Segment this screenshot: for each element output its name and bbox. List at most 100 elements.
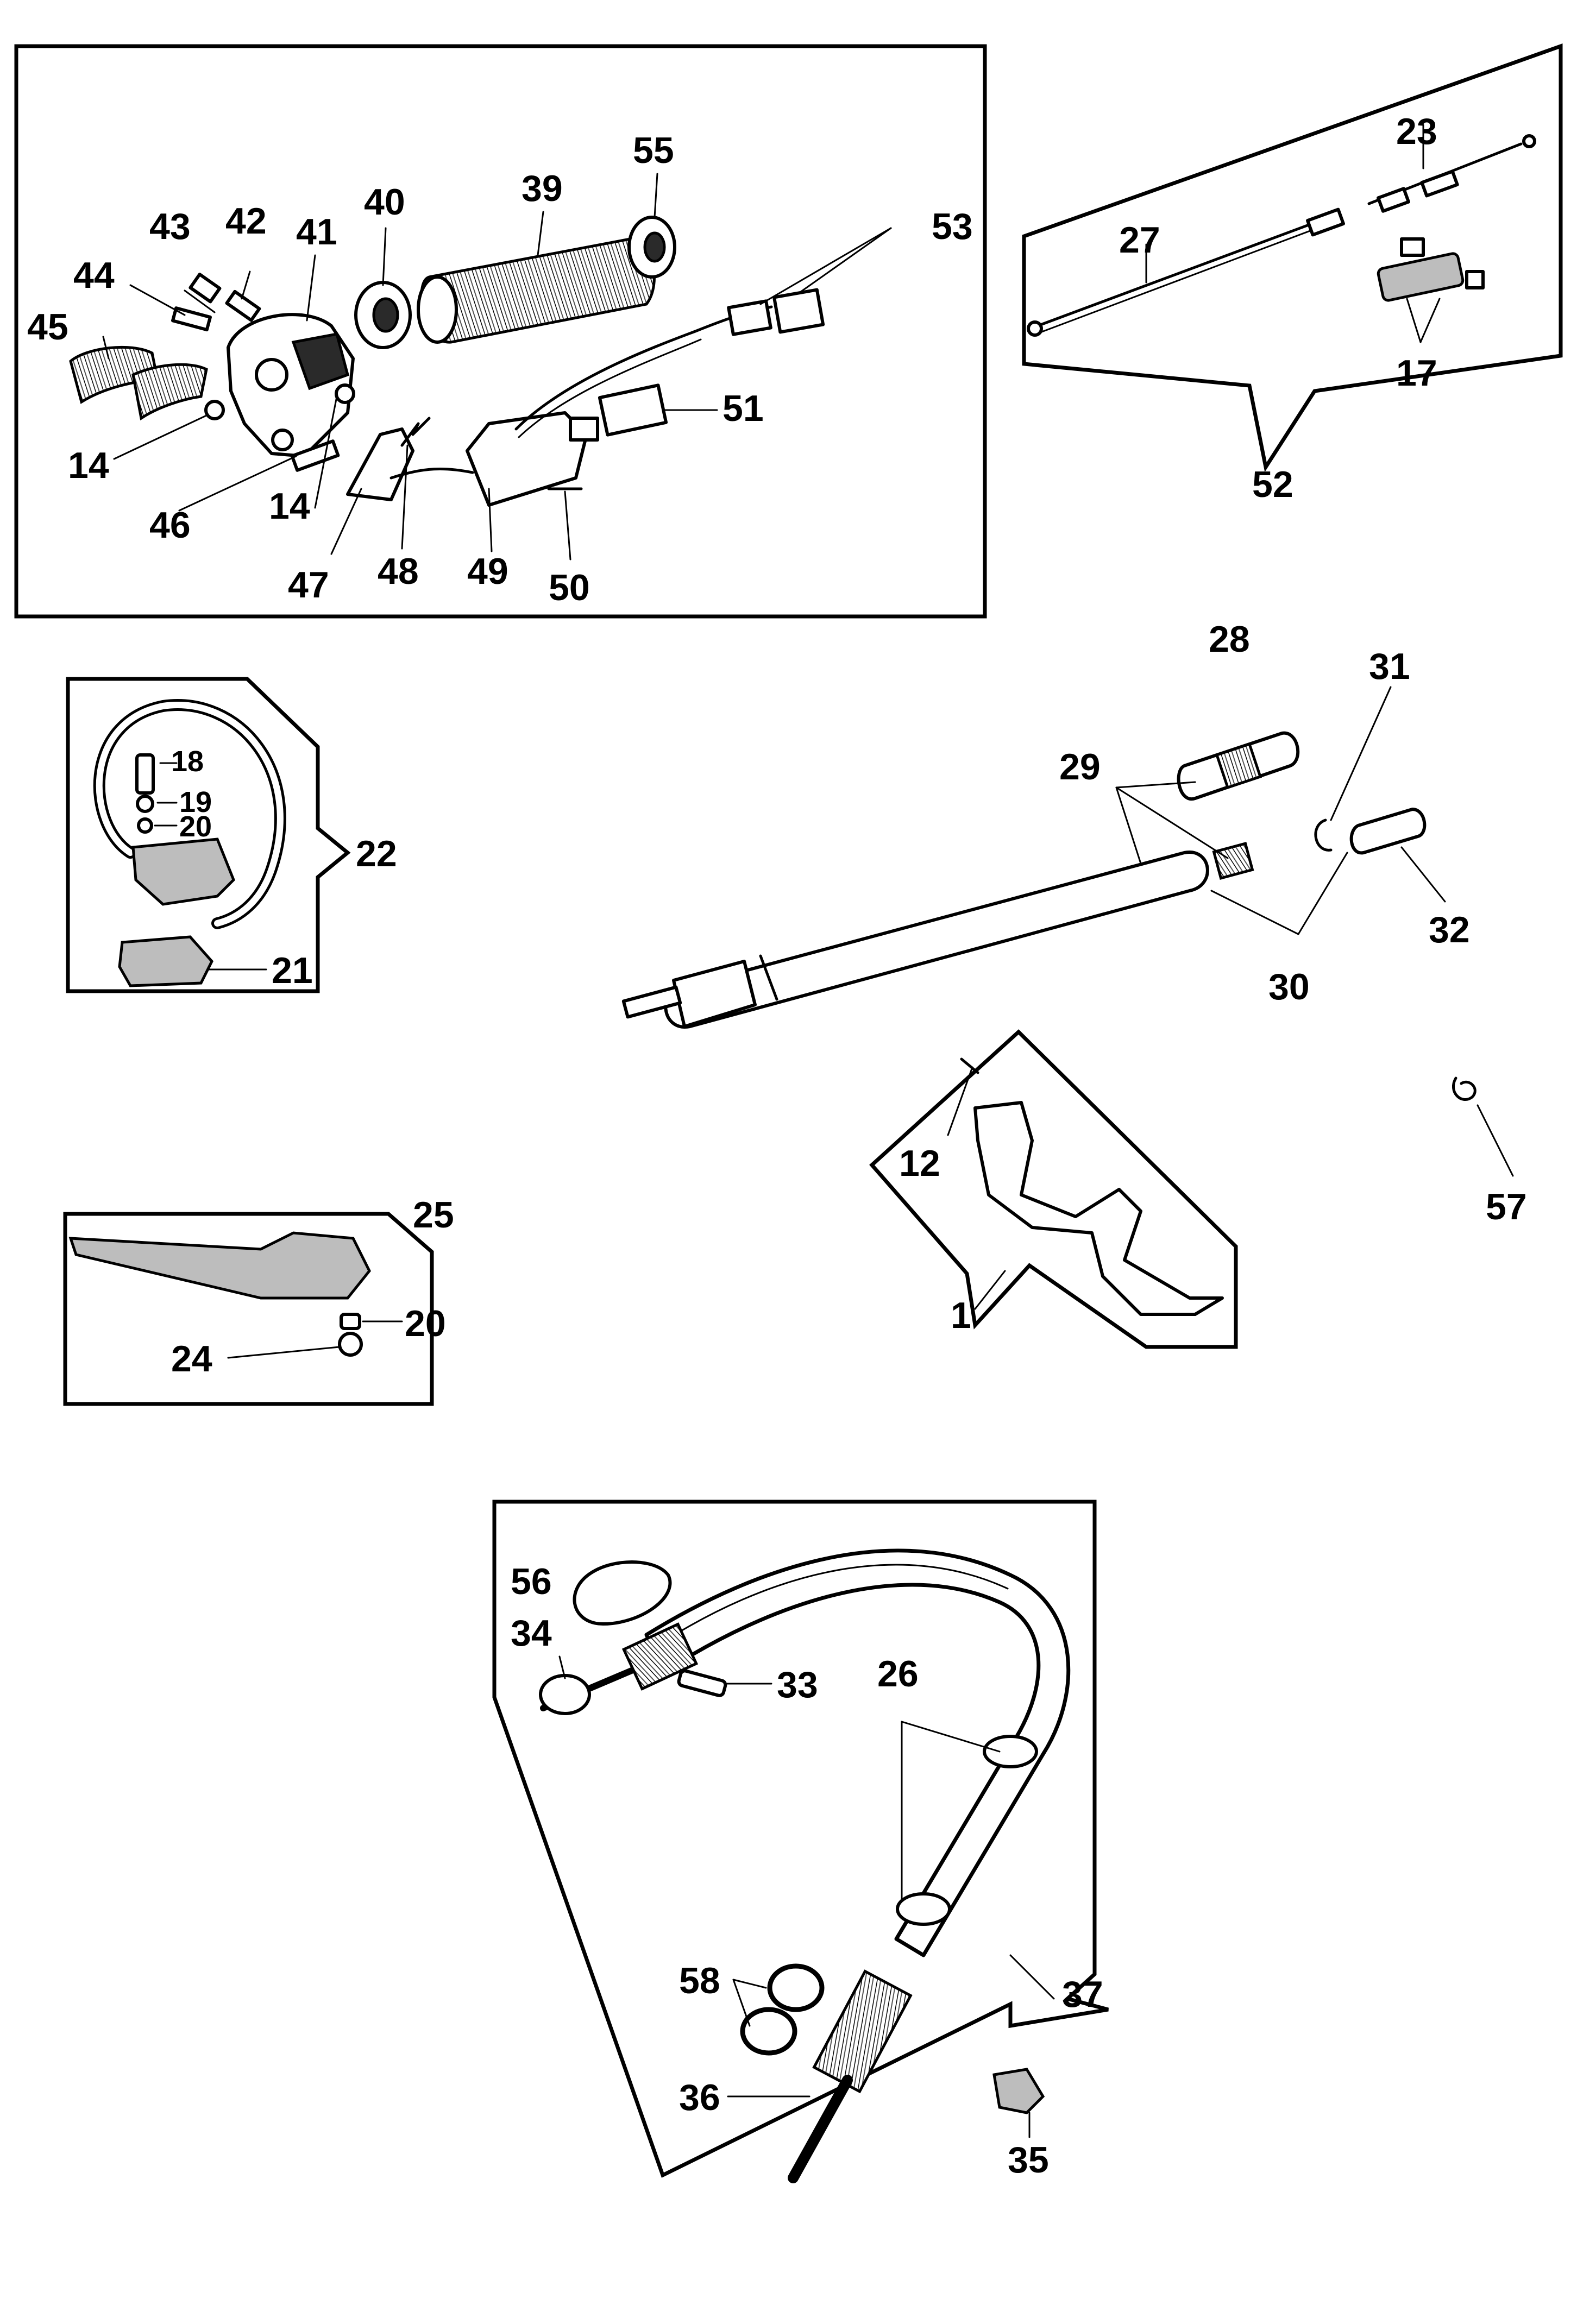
- callout-58: 58: [679, 1960, 720, 2001]
- callout-30: 30: [1268, 966, 1310, 1007]
- part-45-shell-halves: [69, 345, 208, 421]
- part-24-screw: [338, 1332, 363, 1357]
- callout-26: 26: [877, 1653, 919, 1695]
- callout-18: 18: [171, 745, 204, 778]
- cable-kit-group: 23 27 17 52: [1022, 43, 1563, 505]
- part-37-bent-tube: [644, 1548, 1071, 1957]
- cable-kit-frame: [1022, 43, 1563, 473]
- callout-50: 50: [549, 567, 590, 608]
- callout-39: 39: [522, 168, 563, 209]
- part-42-pin: [225, 289, 261, 322]
- bracket-group: 12 1: [869, 1029, 1238, 1349]
- bent-shaft-frame: [492, 1500, 1109, 2178]
- part-48-spring: [400, 417, 431, 447]
- callout-52: 52: [1252, 464, 1293, 505]
- part-47-lever: [346, 427, 414, 501]
- callout-36: 36: [679, 2077, 720, 2118]
- callout-49: 49: [467, 551, 508, 592]
- callout-29: 29: [1059, 746, 1101, 788]
- handle-loop-group: 18 19 20 22 21: [66, 677, 397, 993]
- callout-57: 57: [1486, 1186, 1527, 1227]
- callout-28: 28: [1209, 619, 1250, 660]
- part-43-screw: [189, 273, 222, 304]
- callout-48: 48: [378, 551, 419, 592]
- spring-clip-group: 57: [1452, 1076, 1527, 1227]
- callout-25: 25: [413, 1194, 454, 1236]
- part-25-lever: [68, 1231, 371, 1300]
- part-41-handle-housing: [227, 313, 355, 458]
- part-21-clamp: [118, 935, 213, 987]
- callout-33: 33: [777, 1664, 818, 1705]
- drive-tube-group: 28 29 31 32 30: [621, 619, 1470, 1029]
- bent-shaft-group: 56 34 33 26 37 58 36 35: [492, 1500, 1109, 2183]
- part-58-o-ring-b: [740, 2007, 797, 2056]
- callout-23: 23: [1396, 111, 1437, 152]
- switch-assembly-group: 43 42 41 40 39 55 53 44 45 51 14 14 46 4…: [14, 44, 987, 619]
- callout-34: 34: [511, 1613, 552, 1654]
- part-53-connector: [727, 288, 825, 336]
- part-31-circlip: [1314, 818, 1333, 852]
- part-14-washer-a: [204, 400, 225, 420]
- part-26-ferrule-a: [983, 1735, 1038, 1768]
- callout-37: 37: [1062, 1974, 1103, 2015]
- part-32-sleeve: [1349, 808, 1427, 855]
- callout-19: 19: [179, 786, 212, 818]
- part-39-grip-sleeve: [417, 237, 656, 344]
- callout-32: 32: [1429, 909, 1470, 950]
- callout-21: 21: [272, 950, 313, 991]
- callout-44: 44: [73, 255, 115, 296]
- part-14-washer-b: [335, 383, 355, 404]
- part-55-end-cap: [627, 216, 676, 279]
- part-28-coupling: [1177, 731, 1300, 801]
- callout-14-left: 14: [68, 445, 109, 486]
- callout-56: 56: [511, 1561, 552, 1602]
- part-20-washer: [340, 1313, 361, 1330]
- part-17-cable-clips: [1377, 237, 1485, 302]
- callout-12: 12: [899, 1143, 940, 1184]
- part-58-o-ring-a: [767, 1963, 825, 2012]
- guard-lever-frame: [63, 1212, 434, 1406]
- bracket-frame: [869, 1029, 1238, 1349]
- switch-assembly-frame: [14, 44, 987, 619]
- callout-31: 31: [1369, 646, 1410, 687]
- callout-42: 42: [225, 200, 267, 242]
- callout-35: 35: [1008, 2139, 1049, 2181]
- callout-27: 27: [1119, 219, 1160, 261]
- callout-45: 45: [27, 306, 68, 348]
- callout-14-right: 14: [269, 486, 310, 527]
- part-19-washer: [136, 795, 154, 813]
- part-40-ring: [354, 281, 412, 349]
- switch-assembly-leaders: [102, 173, 892, 560]
- part-20-nut: [137, 817, 153, 834]
- callout-41: 41: [296, 211, 337, 253]
- part-36-drive-shaft: [788, 1969, 913, 2183]
- part-56-cap: [573, 1560, 672, 1626]
- part-18-bolt: [135, 753, 155, 795]
- part-1-bracket: [973, 1101, 1224, 1316]
- part-27-cable: [1036, 221, 1316, 327]
- part-33-pin: [677, 1669, 727, 1697]
- callout-53: 53: [932, 206, 973, 247]
- callout-46: 46: [149, 505, 191, 546]
- callout-20: 20: [179, 810, 212, 843]
- callout-47: 47: [288, 564, 329, 606]
- callout-43: 43: [149, 206, 191, 247]
- part-34-o-ring: [539, 1674, 591, 1715]
- part-51-switch: [569, 383, 668, 442]
- callout-24: 24: [171, 1338, 212, 1380]
- callout-51: 51: [722, 388, 764, 429]
- callout-22: 22: [356, 833, 397, 874]
- callout-20-lever: 20: [405, 1303, 446, 1344]
- handle-loop-frame: [66, 677, 351, 993]
- part-bearing: [1212, 842, 1254, 880]
- callout-17: 17: [1396, 352, 1437, 394]
- callout-1: 1: [951, 1295, 971, 1336]
- part-57-spring-clip: [1452, 1076, 1477, 1101]
- part-26-ferrule-b: [896, 1892, 951, 1926]
- part-35-clip: [992, 2068, 1045, 2114]
- callout-55: 55: [633, 130, 674, 171]
- part-12-screw: [960, 1057, 979, 1074]
- guard-lever-group: 25 20 24: [63, 1194, 454, 1406]
- callout-40: 40: [364, 181, 405, 223]
